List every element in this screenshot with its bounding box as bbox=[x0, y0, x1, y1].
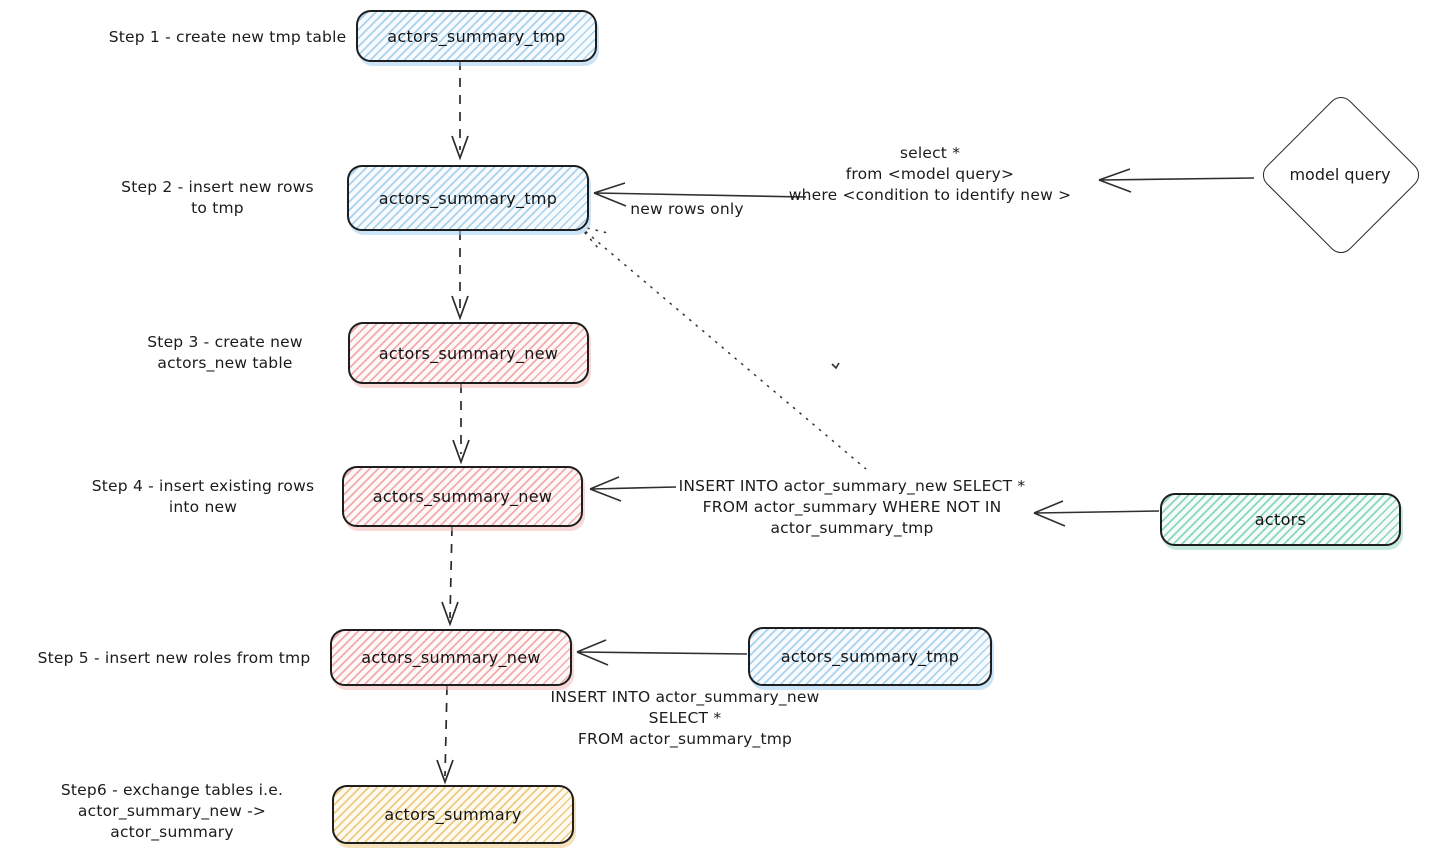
label-step2-line2: to tmp bbox=[191, 199, 244, 217]
label-step3-line1: Step 3 - create new bbox=[147, 333, 303, 351]
label-step1-line1: Step 1 - create new tmp table bbox=[108, 28, 347, 46]
annotation-select-query-line3: where <condition to identify new > bbox=[788, 186, 1072, 204]
annotation-insert-existing-line1: INSERT INTO actor_summary_new SELECT * bbox=[678, 477, 1026, 495]
label-step4: Step 4 - insert existing rows into new bbox=[82, 476, 324, 518]
label-step5-line1: Step 5 - insert new roles from tmp bbox=[37, 649, 311, 667]
node-step4-label: actors_summary_new bbox=[372, 487, 553, 506]
node-actors-table: actors bbox=[1160, 493, 1401, 546]
label-step6-line2: actor_summary_new -> actor_summary bbox=[77, 802, 267, 841]
annotation-insert-from-tmp-line1: INSERT INTO actor_summary_new bbox=[550, 688, 820, 706]
arrowhead-step2-to-step3 bbox=[451, 295, 469, 321]
label-step2-line1: Step 2 - insert new rows bbox=[121, 178, 314, 196]
node-step6-final-table: actors_summary bbox=[332, 785, 574, 844]
label-step4-line2: into new bbox=[168, 498, 238, 516]
node-step3-label: actors_summary_new bbox=[378, 343, 559, 363]
node-step5-source-tmp-table: actors_summary_tmp bbox=[748, 627, 992, 686]
annotation-select-query-line2: from <model query> bbox=[845, 165, 1015, 183]
arrowhead-step5-to-step6 bbox=[436, 759, 454, 785]
annotation-select-query: select * from <model query> where <condi… bbox=[779, 143, 1081, 206]
arrow-insertexisting-to-step4box bbox=[589, 476, 677, 502]
dotted-link-step2-to-insertexisting bbox=[578, 225, 867, 470]
arrow-step4-to-step5 bbox=[449, 526, 453, 619]
node-step3-new-table: actors_summary_new bbox=[348, 322, 589, 384]
node-step1-label: actors_summary_tmp bbox=[387, 26, 566, 46]
label-step2: Step 2 - insert new rows to tmp bbox=[110, 177, 325, 219]
annotation-select-query-line1: select * bbox=[899, 144, 961, 162]
label-step6: Step6 - exchange tables i.e. actor_summa… bbox=[22, 780, 322, 843]
node-step1-tmp-table: actors_summary_tmp bbox=[356, 10, 597, 62]
label-step1: Step 1 - create new tmp table bbox=[100, 27, 355, 48]
arrow-tmpbox-to-step5box bbox=[576, 639, 748, 666]
node-actors-label: actors bbox=[1254, 510, 1307, 529]
stray-pen-mark bbox=[831, 362, 840, 370]
node-step6-label: actors_summary bbox=[384, 805, 522, 824]
annotation-new-rows-only: new rows only bbox=[630, 200, 744, 218]
node-step4-new-table: actors_summary_new bbox=[342, 466, 583, 527]
node-step5-source-label: actors_summary_tmp bbox=[780, 647, 960, 666]
arrow-newrows-to-step2box bbox=[593, 182, 807, 207]
node-step2-label: actors_summary_tmp bbox=[378, 188, 558, 208]
label-step5: Step 5 - insert new roles from tmp bbox=[30, 648, 318, 669]
model-query-label: model query bbox=[1289, 165, 1391, 184]
annotation-insert-from-tmp-line3: FROM actor_summary_tmp bbox=[577, 730, 793, 748]
arrow-actors-to-insertexisting bbox=[1033, 500, 1160, 527]
arrow-step5-to-step6 bbox=[444, 685, 448, 777]
node-step2-tmp-table: actors_summary_tmp bbox=[347, 165, 589, 231]
annotation-insert-from-tmp: INSERT INTO actor_summary_new SELECT * F… bbox=[540, 687, 830, 750]
annotation-insert-existing-line2: FROM actor_summary WHERE NOT IN bbox=[702, 498, 1002, 516]
annotation-insert-existing: INSERT INTO actor_summary_new SELECT * F… bbox=[677, 476, 1027, 539]
annotation-insert-from-tmp-line2: SELECT * bbox=[648, 709, 722, 727]
annotation-insert-existing-line3: actor_summary_tmp bbox=[770, 519, 934, 537]
label-step3: Step 3 - create new actors_new table bbox=[125, 332, 325, 374]
label-step4-line1: Step 4 - insert existing rows bbox=[91, 477, 315, 495]
arrowhead-step4-to-step5 bbox=[441, 601, 459, 627]
node-step5-new-table: actors_summary_new bbox=[330, 629, 572, 686]
arrowhead-step1-to-step2 bbox=[451, 135, 469, 161]
label-step3-line2: actors_new table bbox=[157, 354, 293, 372]
arrowhead-step3-to-step4 bbox=[452, 439, 470, 465]
node-step5-label: actors_summary_new bbox=[361, 648, 541, 667]
label-step6-line1: Step6 - exchange tables i.e. bbox=[60, 781, 284, 799]
arrow-modelquery-to-selecttext bbox=[1098, 168, 1255, 193]
